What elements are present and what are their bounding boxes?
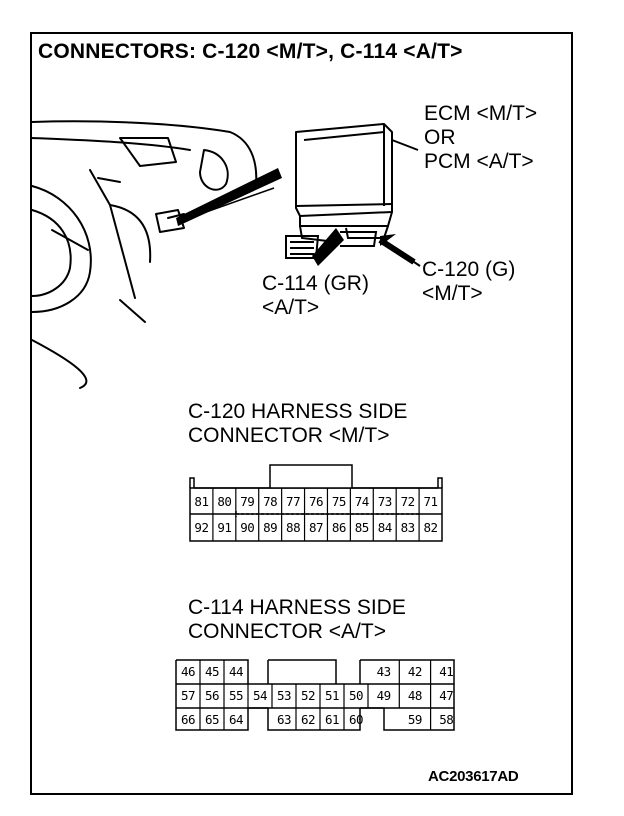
pin-number: 75 (331, 494, 347, 509)
pin-number: 45 (204, 664, 220, 679)
callout-c120-line2: <M/T> (422, 282, 483, 305)
unit-label-line1: ECM <M/T> (424, 102, 538, 125)
pin-number: 71 (423, 494, 439, 509)
pin-number: 81 (194, 494, 209, 509)
pin-number: 79 (240, 494, 255, 509)
pin-number: 85 (354, 520, 370, 535)
pin-number: 73 (377, 494, 393, 509)
pin-number: 53 (276, 688, 292, 703)
c120-heading-line1: C-120 HARNESS SIDE (188, 400, 408, 423)
callout-c114: C-114 (GR) <A/T> (262, 272, 369, 320)
pin-number: 60 (348, 712, 364, 727)
pin-number: 77 (286, 494, 301, 509)
unit-label: ECM <M/T> OR PCM <A/T> (424, 102, 537, 174)
pin-number: 54 (252, 688, 268, 703)
callout-c114-line1: C-114 (GR) (262, 272, 369, 295)
pin-number: 57 (180, 688, 196, 703)
pin-number: 44 (228, 664, 244, 679)
pin-number: 76 (308, 494, 324, 509)
unit-label-line2: OR (424, 126, 456, 149)
pin-number: 46 (180, 664, 196, 679)
pin-number: 59 (407, 712, 423, 727)
pin-number: 80 (217, 494, 232, 509)
pin-number: 64 (228, 712, 244, 727)
unit-label-line3: PCM <A/T> (424, 150, 534, 173)
c114-heading: C-114 HARNESS SIDE CONNECTOR <A/T> (188, 596, 406, 644)
pin-number: 47 (439, 688, 454, 703)
figure-frame (30, 32, 573, 795)
callout-c120-line1: C-120 (G) (422, 258, 516, 281)
c114-heading-line2: CONNECTOR <A/T> (188, 620, 386, 643)
pin-number: 89 (263, 520, 278, 535)
pin-number: 42 (407, 664, 423, 679)
pin-number: 87 (308, 520, 324, 535)
pin-number: 92 (194, 520, 209, 535)
c120-heading: C-120 HARNESS SIDE CONNECTOR <M/T> (188, 400, 407, 448)
c120-heading-line2: CONNECTOR <M/T> (188, 424, 390, 447)
callout-c114-line2: <A/T> (262, 296, 320, 319)
pin-number: 50 (348, 688, 364, 703)
pin-number: 90 (240, 520, 255, 535)
pin-number: 41 (439, 664, 454, 679)
callout-c120: C-120 (G) <M/T> (422, 258, 515, 306)
pin-number: 65 (204, 712, 220, 727)
pin-number: 83 (400, 520, 416, 535)
pin-number: 56 (204, 688, 220, 703)
pin-number: 74 (354, 494, 370, 509)
pin-number: 88 (286, 520, 301, 535)
pin-number: 52 (300, 688, 316, 703)
pin-number: 61 (324, 712, 340, 727)
figure-title: CONNECTORS: C-120 <M/T>, C-114 <A/T> (38, 40, 463, 63)
pin-number: 72 (400, 494, 416, 509)
pin-number: 49 (376, 688, 392, 703)
pin-number: 82 (423, 520, 439, 535)
pin-number: 55 (228, 688, 244, 703)
pin-number: 43 (376, 664, 392, 679)
pin-number: 48 (407, 688, 423, 703)
pin-number: 91 (217, 520, 232, 535)
pin-number: 62 (300, 712, 316, 727)
pin-number: 63 (276, 712, 292, 727)
pin-number: 86 (331, 520, 347, 535)
pin-number: 66 (180, 712, 196, 727)
pin-number: 58 (439, 712, 454, 727)
pin-number: 78 (263, 494, 278, 509)
pin-number: 84 (377, 520, 393, 535)
c114-heading-line1: C-114 HARNESS SIDE (188, 596, 406, 619)
pin-number: 51 (324, 688, 340, 703)
figure-id: AC203617AD (428, 768, 519, 785)
